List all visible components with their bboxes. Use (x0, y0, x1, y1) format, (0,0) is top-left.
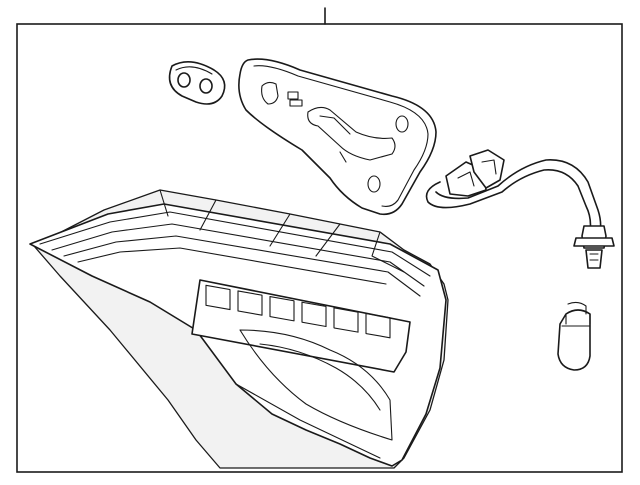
led-cells (205, 284, 391, 339)
mounting-bracket[interactable] (238, 58, 437, 216)
wiring-harness[interactable] (425, 149, 602, 235)
tail-lamp-assembly[interactable] (29, 189, 449, 469)
grommet[interactable] (168, 61, 226, 105)
bulb[interactable] (557, 301, 591, 371)
bulb-socket[interactable] (573, 225, 615, 269)
diagram-frame (16, 23, 623, 473)
